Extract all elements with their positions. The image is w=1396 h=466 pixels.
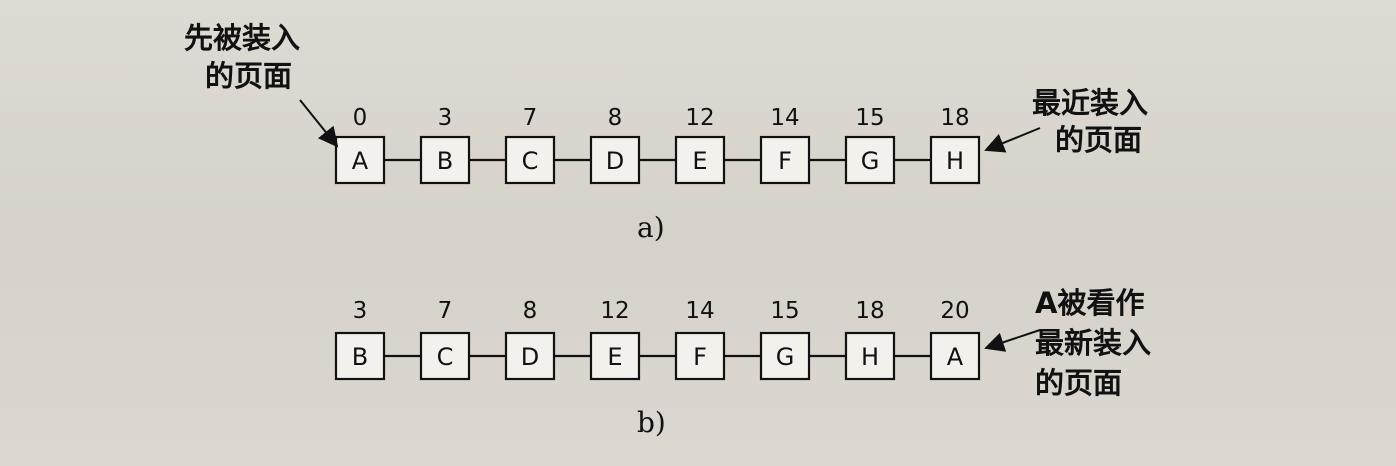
diagram_a-page-time-6: 15 [855,105,884,131]
diagram_b-page-box-5 [759,331,811,381]
diagram-a-right-arrow [984,127,1041,153]
diagram-a-left-arrow [299,99,339,148]
diagram_b-page-time-0: 3 [353,298,368,324]
diagram_b-page-box-4 [674,331,726,381]
diagram_b-page-time-3: 12 [600,298,629,324]
diagram_b-page-letter-0: B [352,343,368,371]
diagram_a-page-letter-1: B [437,147,453,175]
diagram-a-right-label-line1: 最近装入 [1032,86,1148,120]
diagram_a-page-time-5: 14 [770,105,799,131]
diagram-a-left-label-line2: 的页面 [205,59,292,93]
diagram_b-page-letter-6: H [861,343,879,371]
diagram-b-right-label-line2: 最新装入 [1035,326,1151,360]
diagram_a-page-letter-6: G [861,147,880,175]
diagram-b-right-label-line1: A被看作 [1035,286,1144,320]
diagram_a-page-time-1: 3 [438,105,453,131]
diagram_a-page-letter-5: F [778,147,792,175]
diagram_a-page-letter-2: C [522,147,539,175]
diagram_a-page-time-7: 18 [940,105,969,131]
diagram_b-page-time-2: 8 [523,298,538,324]
diagram_b-page-letter-2: D [521,343,539,371]
diagram_a-page-time-3: 8 [608,105,623,131]
diagram_b-page-letter-7: A [947,343,964,371]
diagram-b-right-arrow [984,329,1041,352]
diagram_a-page-box-2 [504,135,556,185]
diagram-b-right-label-line3: 的页面 [1035,366,1122,400]
diagram_b-page-box-2 [504,331,556,381]
diagram_a-page-letter-7: H [946,147,964,175]
diagram-a: A 0B 3C 7D 8E 12F 14G 15H 18 [334,105,981,185]
diagram_b-page-time-5: 15 [770,298,799,324]
diagram_b-page-time-1: 7 [438,298,453,324]
diagram_b-page-letter-3: E [607,343,622,371]
diagram_b-page-time-6: 18 [855,298,884,324]
diagram_b-page-box-7 [929,331,981,381]
diagram_a-page-letter-3: D [606,147,624,175]
diagram_b-page-letter-5: G [776,343,795,371]
diagram_b-page-time-7: 20 [940,298,969,324]
diagram-b: B 3C 7D 8E 12F 14G 15H 18A 20 [334,298,981,381]
diagram_a-page-letter-4: E [692,147,707,175]
diagram_a-page-box-0 [334,135,386,185]
diagram_a-page-box-1 [419,135,471,185]
diagram_a-page-time-4: 12 [685,105,714,131]
diagram_a-page-box-3 [589,135,641,185]
diagram_b-page-time-4: 14 [685,298,714,324]
diagram-a-caption: a) [637,211,665,244]
diagram_b-page-letter-4: F [693,343,707,371]
diagram-b-caption: b) [637,406,666,439]
diagram_b-page-letter-1: C [437,343,454,371]
diagram-a-left-label-line1: 先被装入 [184,21,300,55]
diagram_a-page-letter-0: A [352,147,369,175]
diagram_a-page-time-2: 7 [523,105,538,131]
diagram_a-page-box-7 [929,135,981,185]
diagram-a-right-label-line2: 的页面 [1055,123,1142,157]
diagram_a-page-time-0: 0 [353,105,368,131]
